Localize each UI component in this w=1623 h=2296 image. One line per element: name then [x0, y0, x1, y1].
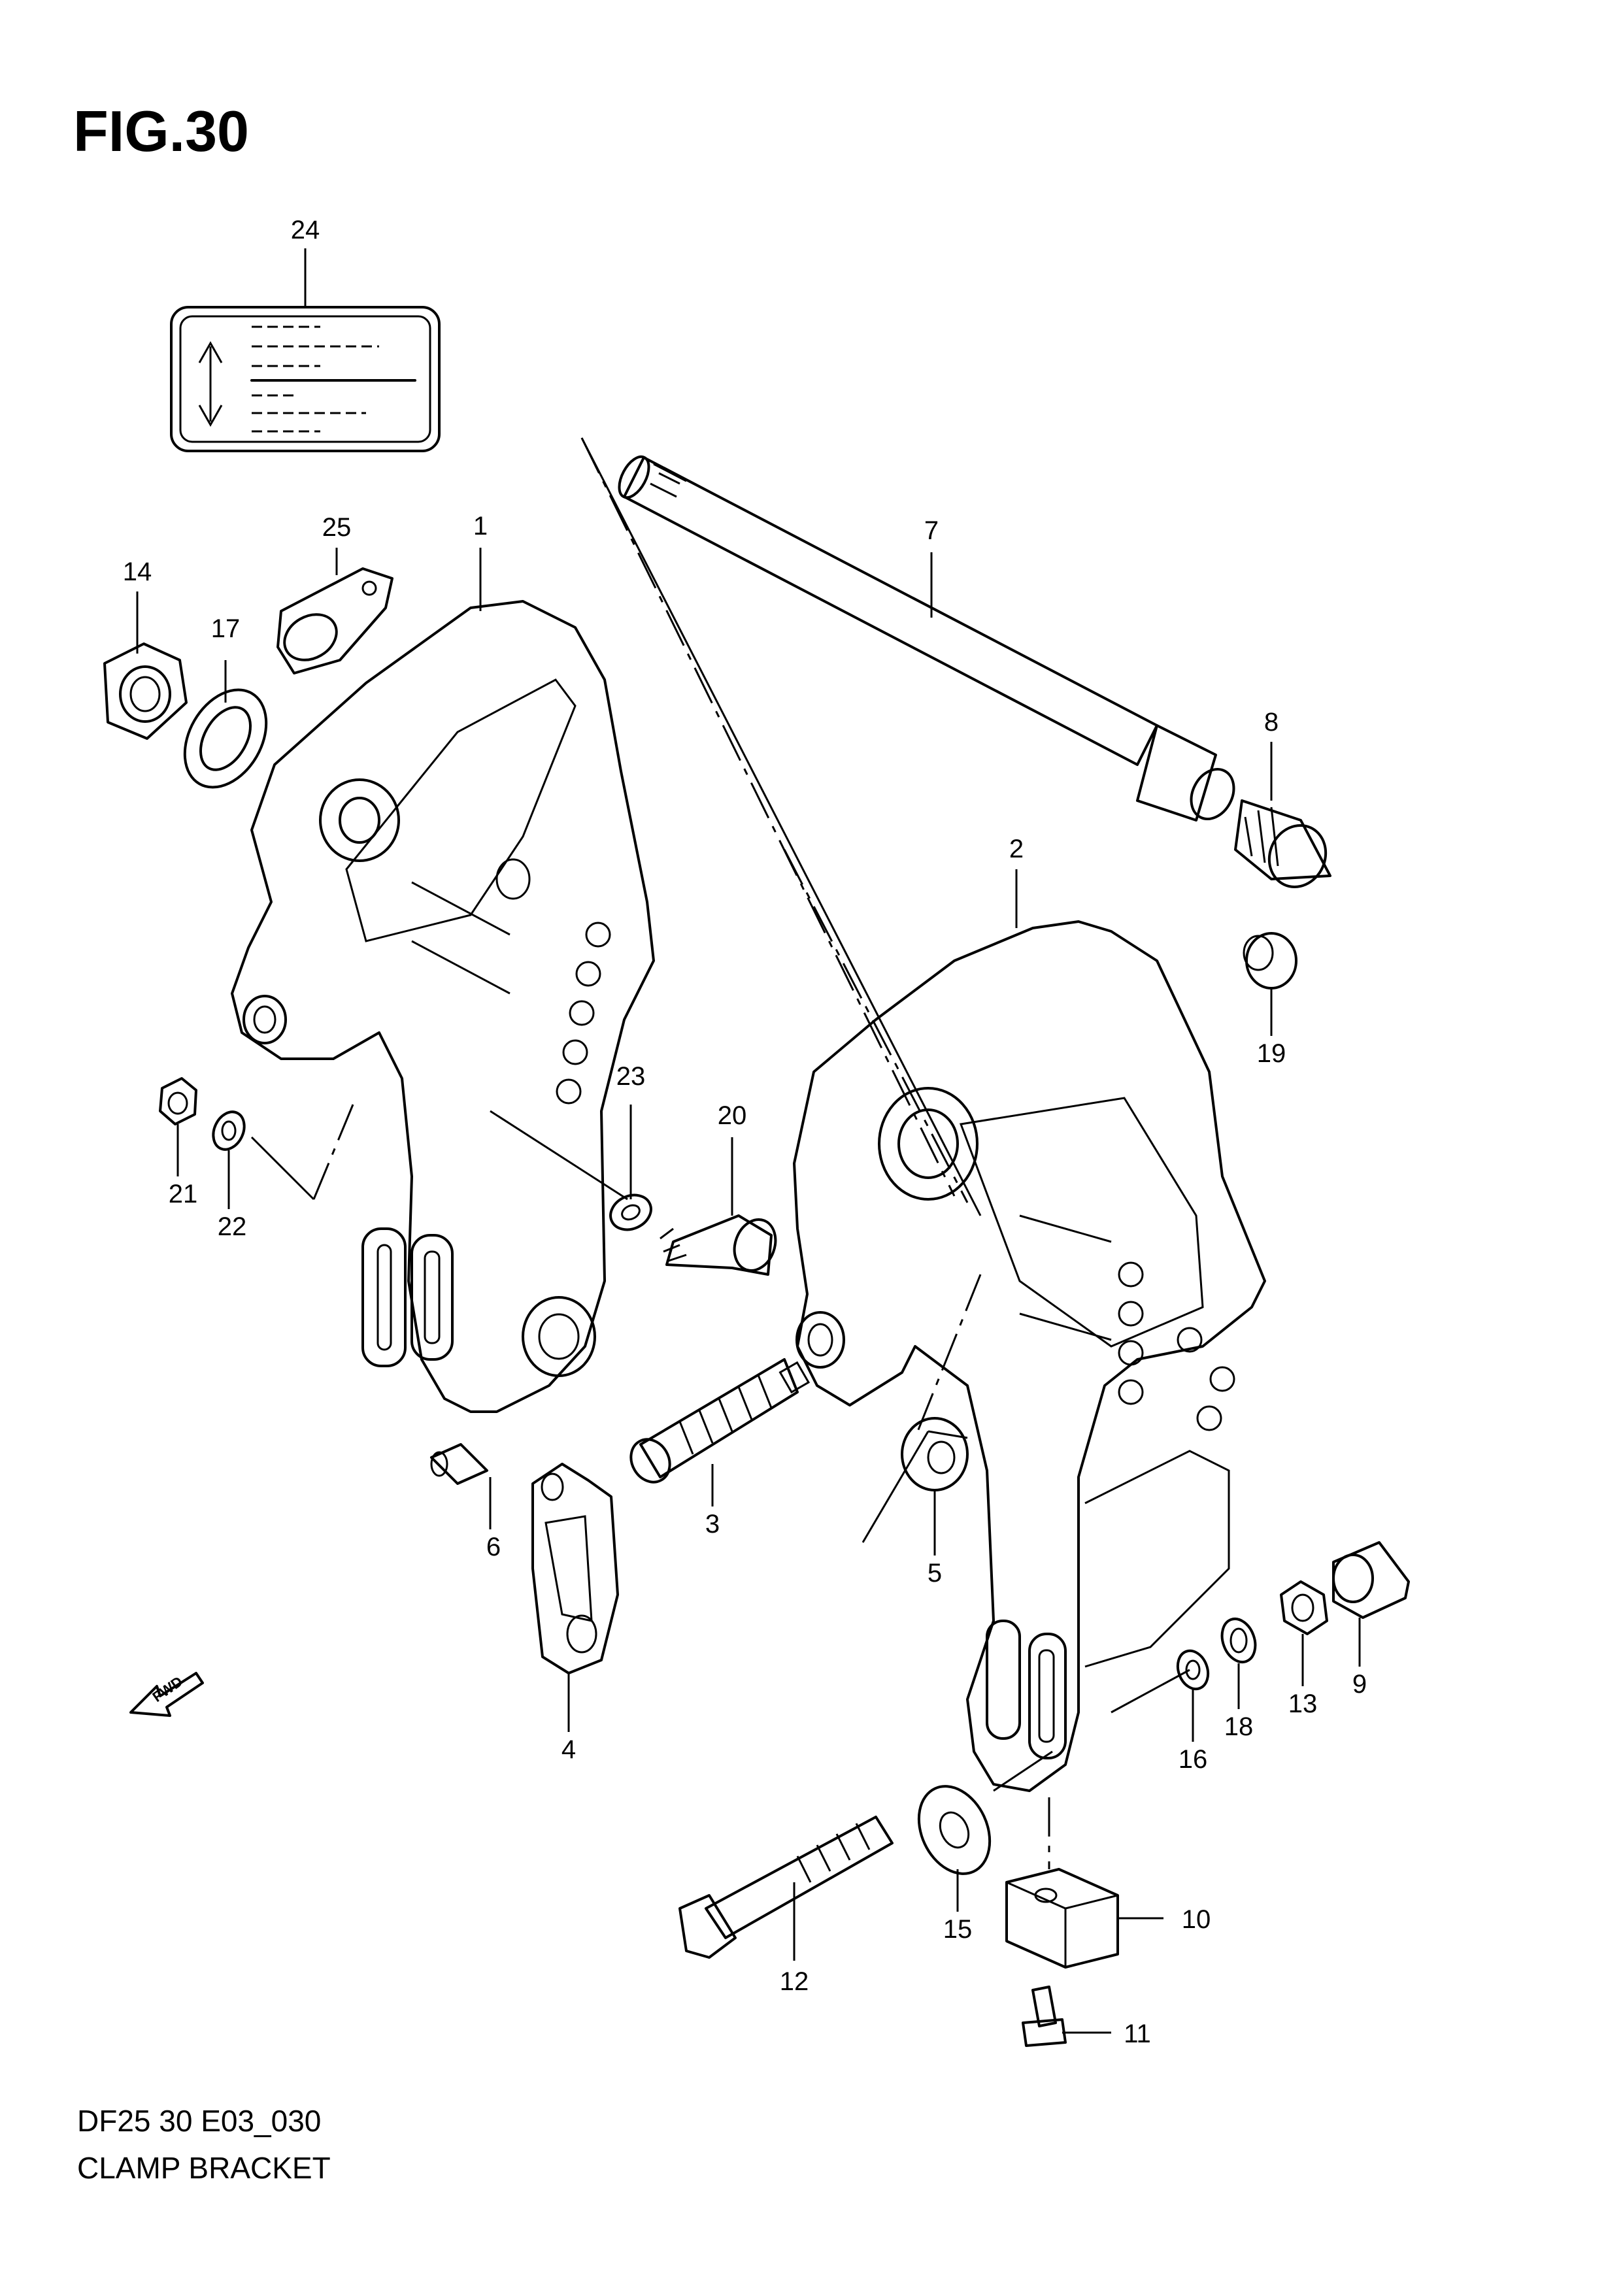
part-24-decal — [170, 306, 441, 452]
assembly-lines — [250, 437, 1190, 1869]
part-11-screw — [1022, 1986, 1067, 2047]
part-25-plate — [276, 567, 393, 674]
part-14-nut — [103, 642, 188, 740]
part-1-clamp-bracket-left — [231, 600, 655, 1413]
callout-1: 1 — [473, 512, 488, 541]
part-19-bush — [1243, 932, 1297, 990]
leader-lines — [136, 248, 1361, 2034]
part-18-washer — [1220, 1618, 1257, 1663]
callout-23: 23 — [616, 1062, 646, 1091]
part-6-pin — [430, 1443, 488, 1485]
callout-22: 22 — [218, 1212, 247, 1241]
callout-19: 19 — [1257, 1039, 1286, 1068]
part-5-washer — [901, 1417, 969, 1491]
callout-6: 6 — [486, 1533, 501, 1561]
part-12-bolt — [678, 1816, 894, 1959]
part-3-screw — [629, 1358, 811, 1484]
callout-11: 11 — [1124, 2020, 1151, 2048]
part-21-nut — [159, 1077, 197, 1125]
part-9-bushing — [1332, 1541, 1410, 1619]
figure-title: FIG.30 — [73, 99, 249, 163]
part-4-lever — [531, 1463, 619, 1674]
figure-name: CLAMP BRACKET — [77, 2151, 331, 2185]
callout-3: 3 — [705, 1510, 720, 1539]
callout-20: 20 — [718, 1101, 747, 1130]
fwd-label: FWD — [150, 1673, 186, 1705]
part-2-clamp-bracket-right — [793, 920, 1266, 1792]
callout-7: 7 — [924, 516, 939, 545]
callout-18: 18 — [1224, 1712, 1254, 1741]
callout-labels: 1 2 3 4 5 6 7 8 9 10 11 12 13 14 15 16 1… — [123, 216, 1367, 2048]
part-8-cap-nut — [1234, 799, 1331, 888]
callout-10: 10 — [1182, 1905, 1211, 1934]
part-17-washer — [183, 688, 268, 789]
callout-24: 24 — [291, 216, 320, 244]
callout-8: 8 — [1264, 708, 1279, 737]
part-7-tilt-tube — [618, 455, 1235, 822]
callout-12: 12 — [780, 1967, 809, 1996]
fwd-arrow-icon: FWD — [129, 1672, 204, 1717]
callout-16: 16 — [1179, 1745, 1208, 1774]
callout-17: 17 — [211, 614, 241, 643]
part-22-washer — [212, 1110, 246, 1151]
part-15-washer — [917, 1785, 992, 1875]
part-13-nut — [1280, 1580, 1328, 1635]
callout-15: 15 — [943, 1915, 973, 1944]
figure-code: DF25 30 E03_030 — [77, 2104, 322, 2138]
part-20-pin — [660, 1214, 777, 1276]
part-16-washer — [1176, 1649, 1210, 1691]
part-10-square-nut — [1005, 1868, 1119, 1969]
callout-13: 13 — [1288, 1689, 1318, 1718]
callout-4: 4 — [561, 1735, 576, 1764]
callout-25: 25 — [322, 513, 352, 542]
callout-21: 21 — [169, 1180, 198, 1208]
callout-2: 2 — [1009, 835, 1024, 863]
callout-14: 14 — [123, 557, 152, 586]
callout-9: 9 — [1352, 1670, 1367, 1699]
callout-5: 5 — [928, 1559, 942, 1588]
